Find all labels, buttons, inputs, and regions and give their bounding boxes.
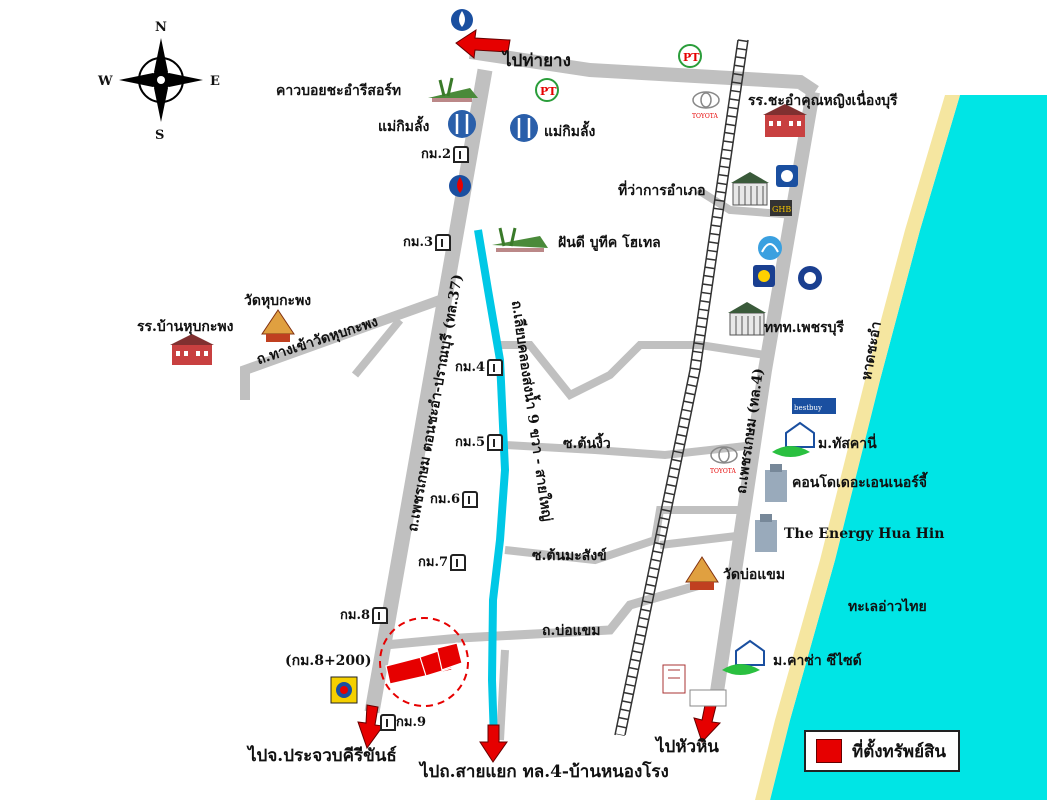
svg-text:PT: PT: [540, 85, 557, 98]
building-icon: [662, 172, 787, 707]
road-wat-hup-branch: [351, 317, 404, 378]
arrow-to-prachuap: [357, 704, 384, 750]
km-post-icon: [487, 359, 504, 376]
property-swatch: [816, 739, 842, 763]
road-soi-ton-masang-e: [659, 531, 746, 549]
svg-text:PT: PT: [683, 51, 700, 64]
label-km-8-200: (กม.8+200): [285, 653, 372, 669]
gulf-sea: [770, 95, 1047, 800]
label-to-hua-hin: ไปหัวหิน: [656, 737, 719, 757]
label-condo-energy: คอนโดเดอะเอนเนอร์จี้: [792, 475, 928, 491]
km-post-icon: [380, 714, 396, 731]
road-to-sai-yaek: [496, 649, 509, 741]
arrow-to-hua-hin: [693, 704, 722, 743]
km-marker: กม.2: [421, 143, 470, 164]
compass-west-label: W: [98, 74, 113, 89]
gas-station-icon: [449, 9, 473, 197]
km-post-icon: [435, 234, 452, 251]
irrigation-canal: [474, 229, 510, 741]
school-icon: [170, 104, 807, 365]
label-to-sai-yaek: ไปถ.สายแยก ทล.4-บ้านหนองโรง: [420, 762, 669, 782]
label-gulf-of-thailand: ทะเลอ่าวไทย: [848, 599, 927, 615]
compass-rose-icon: [119, 38, 203, 122]
label-maekimlang-1: แม่กิมลั้ง: [378, 119, 430, 135]
compass-east-label: E: [210, 74, 220, 89]
label-fundee-hotel: ฝันดี บูทีค โฮเทล: [558, 235, 661, 251]
label-ttt: ททท.เพชรบุรี: [764, 320, 845, 336]
km-marker: กม.4: [455, 356, 504, 377]
label-wat-bo-khaem: วัดบ่อแขม: [723, 567, 786, 583]
bank-icon: GHB bestbuy: [753, 165, 836, 414]
svg-text:TOYOTA: TOYOTA: [710, 468, 736, 475]
compass-north-label: N: [155, 20, 167, 35]
label-soi-ton-masang: ซ.ต้นมะสังข์: [532, 548, 607, 564]
label-school-cha-am: รร.ชะอำคุณหญิงเนื่องบุรี: [748, 93, 898, 109]
map-legend: ที่ตั้งทรัพย์สิน: [804, 730, 960, 772]
arrow-to-tha-yang: [455, 28, 511, 59]
road-soi-north: [500, 341, 766, 401]
km-post-icon: [487, 434, 504, 451]
km-post-icon: [462, 491, 479, 508]
village-icon: [722, 421, 815, 675]
property-highlight-circle: [379, 617, 469, 707]
pt-logo-icon: PT PT: [535, 44, 702, 102]
km-marker: กม.9: [378, 711, 426, 732]
ptt-station-icon: [330, 676, 358, 704]
label-energy-hua-hin: The Energy Hua Hin: [784, 526, 945, 542]
km-marker: กม.7: [418, 551, 467, 572]
label-tascany: ม.ทัสคานี่: [818, 436, 877, 452]
svg-text:GHB: GHB: [772, 205, 791, 214]
label-road-bo-khaem: ถ.บ่อแขม: [542, 623, 601, 639]
label-wat-hup-kaphong: วัดหุบกะพง: [244, 293, 312, 309]
km-post-icon: [450, 554, 467, 571]
label-casa-seaside: ม.คาซ่า ซีไซด์: [773, 653, 862, 669]
km-marker: กม.3: [403, 231, 452, 252]
label-soi-ton-ngiw: ซ.ต้นงิ้ว: [563, 436, 611, 452]
railway-icon: [614, 39, 749, 737]
arrow-to-sai-yaek: [479, 724, 508, 763]
label-to-prachuap: ไปจ.ประจวบคีรีขันธ์: [248, 746, 397, 766]
label-to-tha-yang: ไปท่ายาง: [503, 51, 571, 71]
km-post-icon: [453, 146, 470, 163]
road-to-tha-yang: [468, 45, 819, 98]
property-parcels: [385, 642, 463, 685]
svg-text:bestbuy: bestbuy: [794, 404, 822, 412]
km-post-icon: [372, 607, 389, 624]
km-marker: กม.6: [430, 488, 479, 509]
toyota-logo-icon: TOYOTA TOYOTA: [692, 91, 738, 475]
road-soi-ton-ngiw: [504, 441, 756, 460]
hotel-icon: [428, 77, 548, 252]
km-marker: กม.5: [455, 431, 504, 452]
label-cowboy-resort: คาวบอยชะอำรีสอร์ท: [276, 83, 402, 99]
road-wat-hup: [240, 295, 442, 400]
restaurant-icon: [448, 110, 538, 142]
temple-icon: [261, 309, 719, 590]
label-school-hup-kaphong: รร.บ้านหุบกะพง: [137, 319, 234, 335]
legend-label: ที่ตั้งทรัพย์สิน: [852, 741, 947, 762]
label-amphoe-office: ที่ว่าการอำเภอ: [618, 183, 706, 199]
beach-strip: [755, 95, 960, 800]
km-marker: กม.8: [340, 604, 389, 625]
svg-text:TOYOTA: TOYOTA: [692, 113, 718, 120]
compass-south-label: S: [155, 128, 165, 143]
label-maekimlang-2: แม่กิมลั้ง: [544, 124, 596, 140]
